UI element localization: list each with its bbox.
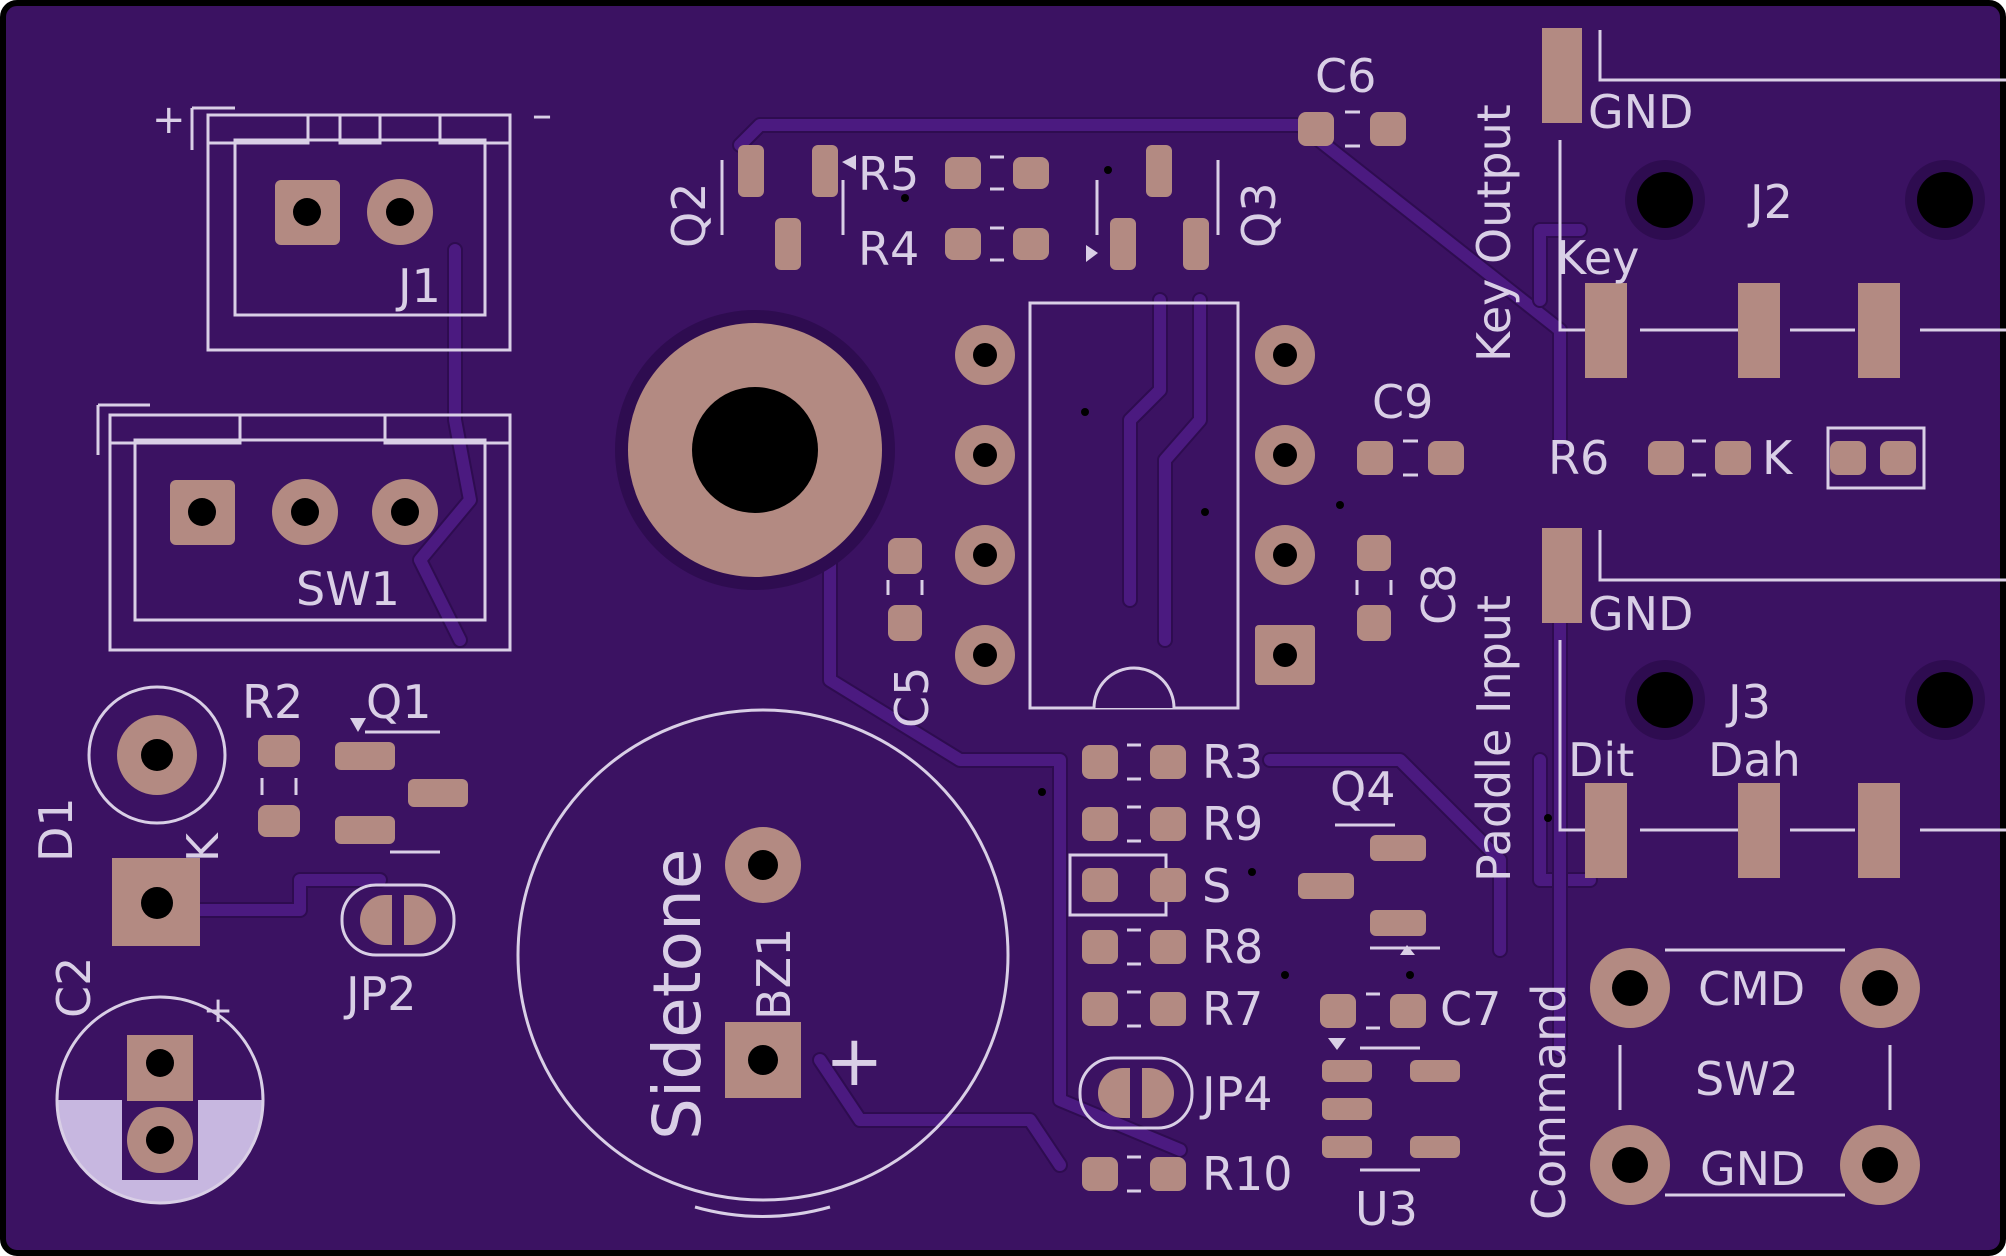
jumper-jp4[interactable]: JP4 (1078, 1056, 1273, 1130)
resistor-r2[interactable]: R2 (242, 675, 303, 837)
bz1-plus-label: + (825, 1020, 884, 1102)
j2-label: J2 (1747, 175, 1793, 229)
r10-label: R10 (1202, 1147, 1293, 1201)
capacitor-c8[interactable]: C8 (1355, 535, 1466, 641)
j2-gnd-label: GND (1588, 85, 1693, 139)
r4-label: R4 (858, 222, 919, 276)
sidetone-label: Sidetone (639, 849, 716, 1140)
sw2-gnd-label: GND (1700, 1142, 1805, 1196)
resistor-r6[interactable]: R6 K (1548, 426, 1926, 490)
transistor-q2[interactable]: Q2 (662, 145, 856, 270)
resistor-r4[interactable]: R4 (858, 222, 1049, 276)
jp4-label: JP4 (1199, 1067, 1273, 1121)
c9-label: C9 (1372, 375, 1433, 429)
r9-label: R9 (1202, 797, 1263, 851)
capacitor-c5[interactable]: C5 (885, 538, 939, 728)
jumper-jp2[interactable]: JP2 (340, 883, 456, 1021)
paddle-input-label: Paddle Input (1467, 595, 1521, 882)
j1-minus-label: – (532, 92, 552, 138)
r3-label: R3 (1202, 735, 1263, 789)
d1-k-label: K (178, 832, 229, 862)
q4-label: Q4 (1330, 762, 1395, 816)
buzzer-bz1[interactable]: Sidetone BZ1 + (516, 708, 1010, 1218)
r6-k-label: K (1762, 431, 1794, 485)
c7-label: C7 (1440, 982, 1501, 1036)
sw1-label: SW1 (296, 562, 400, 616)
s-label: S (1202, 859, 1231, 913)
capacitor-c7[interactable]: C7 (1320, 982, 1501, 1036)
u3-label: U3 (1355, 1182, 1418, 1236)
bz1-label: BZ1 (747, 928, 801, 1020)
transistor-q4[interactable]: Q4 (1298, 762, 1440, 955)
dit-label: Dit (1568, 733, 1634, 787)
c6-label: C6 (1315, 49, 1376, 103)
q1-label: Q1 (366, 675, 431, 729)
j3-label: J3 (1725, 675, 1771, 729)
jack-j3[interactable]: Paddle Input GND J3 Dit Dah (1467, 528, 2006, 882)
mounting-hole (615, 310, 895, 590)
c2-plus-label: + (203, 990, 233, 1031)
vias (901, 166, 1552, 979)
sw2-label: SW2 (1695, 1052, 1799, 1106)
resistor-r8[interactable]: R8 (1082, 920, 1263, 974)
capacitor-c6[interactable]: C6 (1298, 49, 1406, 148)
resistor-r5[interactable]: R5 (858, 147, 1049, 201)
command-label: Command (1522, 984, 1576, 1220)
jp2-label: JP2 (343, 967, 417, 1021)
resistor-r9[interactable]: R9 (1082, 797, 1263, 851)
r2-label: R2 (242, 675, 303, 729)
dah-label: Dah (1708, 733, 1801, 787)
key-label: Key (1556, 231, 1639, 285)
d1-label: D1 (29, 797, 83, 862)
r8-label: R8 (1202, 920, 1263, 974)
c5-label: C5 (885, 667, 939, 728)
r5-label: R5 (858, 147, 919, 201)
diode-d1[interactable]: D1 K (29, 685, 229, 946)
transistor-q3[interactable]: Q3 (1086, 145, 1286, 270)
switch-sw2[interactable]: Command CMD SW2 GND (1522, 948, 1920, 1220)
q3-label: Q3 (1232, 183, 1286, 248)
cmd-label: CMD (1698, 962, 1805, 1016)
ic-dip8[interactable] (955, 301, 1315, 710)
transistor-q1[interactable]: Q1 (335, 675, 468, 854)
j3-gnd-label: GND (1588, 587, 1693, 641)
resistor-r7[interactable]: R7 (1082, 982, 1263, 1036)
jack-j2[interactable]: Key Output GND J2 Key (1467, 28, 2006, 378)
switch-sw1[interactable]: SW1 (96, 403, 512, 652)
j1-label: J1 (395, 259, 441, 313)
key-output-label: Key Output (1467, 104, 1521, 362)
r7-label: R7 (1202, 982, 1263, 1036)
j1-plus-label: + (152, 97, 186, 143)
q2-label: Q2 (662, 183, 716, 248)
r6-label: R6 (1548, 431, 1609, 485)
ic-u3[interactable]: U3 (1322, 1038, 1460, 1236)
resistor-r3[interactable]: R3 (1082, 735, 1263, 789)
c2-label: C2 (47, 957, 101, 1018)
capacitor-c9[interactable]: C9 (1357, 375, 1464, 477)
connector-j1[interactable]: J1 + – (152, 92, 552, 352)
c8-label: C8 (1412, 564, 1466, 625)
pad-s[interactable]: S (1068, 853, 1231, 917)
capacitor-c2[interactable]: C2 + (47, 957, 265, 1205)
resistor-r10[interactable]: R10 (1082, 1147, 1293, 1201)
